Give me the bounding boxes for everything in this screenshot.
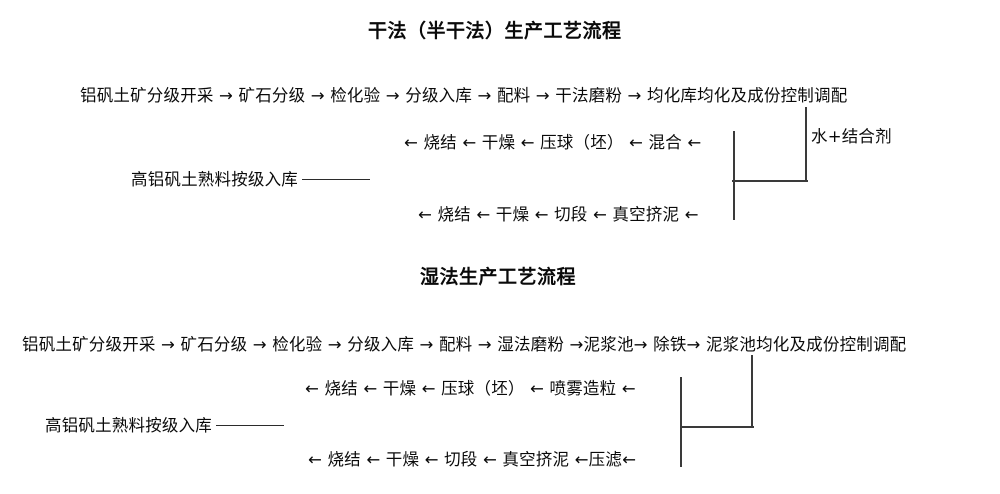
dry-process-main-flow-row: 铝矾土矿分级开采 → 矿石分级 → 检化验 → 分级入库 → 配料 → 干法磨粉…: [80, 86, 848, 105]
dry-process-additive-note: 水+结合剂: [811, 127, 892, 146]
wet-process-output-label: 高铝矾土熟料按级入库: [45, 416, 212, 435]
wet-process-output-rule: [216, 425, 284, 426]
dry-process-title: 干法（半干法）生产工艺流程: [368, 20, 622, 42]
dry-process-upper-branch-row: ← 烧结 ← 干燥 ← 压球（坯） ← 混合 ←: [404, 133, 702, 152]
wet-process-title: 湿法生产工艺流程: [420, 266, 577, 288]
wet-process-upper-branch-row: ← 烧结 ← 干燥 ← 压球（坯） ← 喷雾造粒 ←: [305, 379, 636, 398]
dry-process-output-rule: [302, 179, 370, 180]
wet-process-main-flow-row: 铝矾土矿分级开采 → 矿石分级 → 检化验 → 分级入库 → 配料 → 湿法磨粉…: [22, 335, 907, 354]
wet-process-output-row: 高铝矾土熟料按级入库: [45, 416, 284, 435]
dry-process-output-row: 高铝矾土熟料按级入库: [131, 170, 370, 189]
wet-process-lower-branch-row: ← 烧结 ← 干燥 ← 切段 ← 真空挤泥 ←压滤←: [308, 450, 637, 469]
dry-process-lower-branch-row: ← 烧结 ← 干燥 ← 切段 ← 真空挤泥 ←: [418, 205, 699, 224]
dry-process-output-label: 高铝矾土熟料按级入库: [131, 170, 298, 189]
